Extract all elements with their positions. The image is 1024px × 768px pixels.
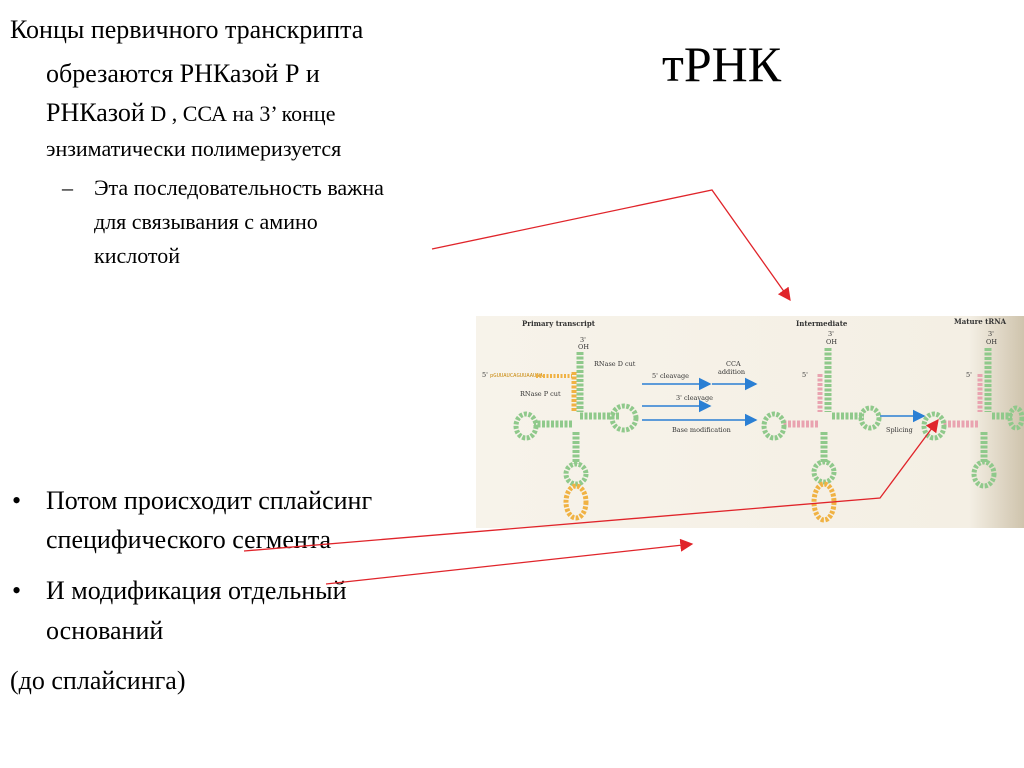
label-3prime-intermediate: 3' bbox=[828, 330, 834, 338]
label-3prime-mature: 3' bbox=[988, 330, 994, 338]
annotation-arrow-modification bbox=[325, 538, 694, 585]
bullet-1-line-1: Потом происходит сплайсинг bbox=[46, 486, 373, 515]
bullet-symbol-2: • bbox=[12, 576, 22, 605]
slide-title: тРНК bbox=[662, 36, 782, 92]
text-line-4: энзиматически полимеризуется bbox=[46, 136, 342, 161]
label-3-cleavage: 3' cleavage bbox=[676, 394, 713, 402]
sub-bullet-line-3: кислотой bbox=[94, 243, 181, 268]
sub-bullet-dash: – bbox=[62, 175, 73, 200]
text-line-2: обрезаются РНКазой Р и bbox=[46, 59, 320, 88]
annotation-arrow-cca bbox=[431, 189, 791, 302]
label-cca: CCA bbox=[726, 360, 741, 368]
label-leader-sequence: pGUUAUCAGUUAAUNA bbox=[490, 373, 544, 379]
header-intermediate: Intermediate bbox=[796, 319, 848, 328]
label-5prime-intermediate: 5' bbox=[802, 371, 808, 379]
bullet-2-line-2: оснований bbox=[46, 616, 164, 645]
label-3prime-primary: 3' bbox=[580, 336, 586, 344]
bullet-2-line-1: И модификация отдельный bbox=[46, 576, 347, 605]
bullet-symbol-1: • bbox=[12, 486, 22, 515]
sub-bullet-line-1: Эта последовательность важна bbox=[94, 175, 384, 200]
text-line-3-b: D , ССА на 3’ конце bbox=[144, 101, 336, 126]
label-rnase-p: RNase P cut bbox=[520, 390, 561, 398]
sub-bullet-line-2: для связывания с амино bbox=[94, 209, 318, 234]
label-5-cleavage: 5' cleavage bbox=[652, 372, 689, 380]
label-rnase-d: RNase D cut bbox=[594, 360, 636, 368]
label-5prime-primary: 5' bbox=[482, 371, 488, 379]
label-5prime-mature: 5' bbox=[966, 371, 972, 379]
text-line-1: Концы первичного транскрипта bbox=[10, 15, 364, 44]
bullet-1-line-2: специфического сегмента bbox=[46, 525, 332, 554]
mature-trna-structure bbox=[921, 348, 1024, 489]
header-mature: Mature tRNA bbox=[954, 317, 1007, 326]
label-base-modification: Base modification bbox=[672, 426, 731, 434]
header-primary: Primary transcript bbox=[522, 319, 596, 328]
label-oh-mature: OH bbox=[986, 338, 997, 346]
footnote: (до сплайсинга) bbox=[10, 666, 186, 695]
label-splicing: Splicing bbox=[886, 426, 913, 434]
label-addition: addition bbox=[718, 368, 745, 376]
trna-processing-figure: Primary transcript Intermediate Mature t… bbox=[476, 316, 1024, 528]
label-oh-primary: OH bbox=[578, 343, 589, 351]
label-oh-intermediate: OH bbox=[826, 338, 837, 346]
text-line-3: РНКазой D , ССА на 3’ конце bbox=[46, 96, 335, 130]
text-line-3-a: РНКазой bbox=[46, 98, 145, 127]
